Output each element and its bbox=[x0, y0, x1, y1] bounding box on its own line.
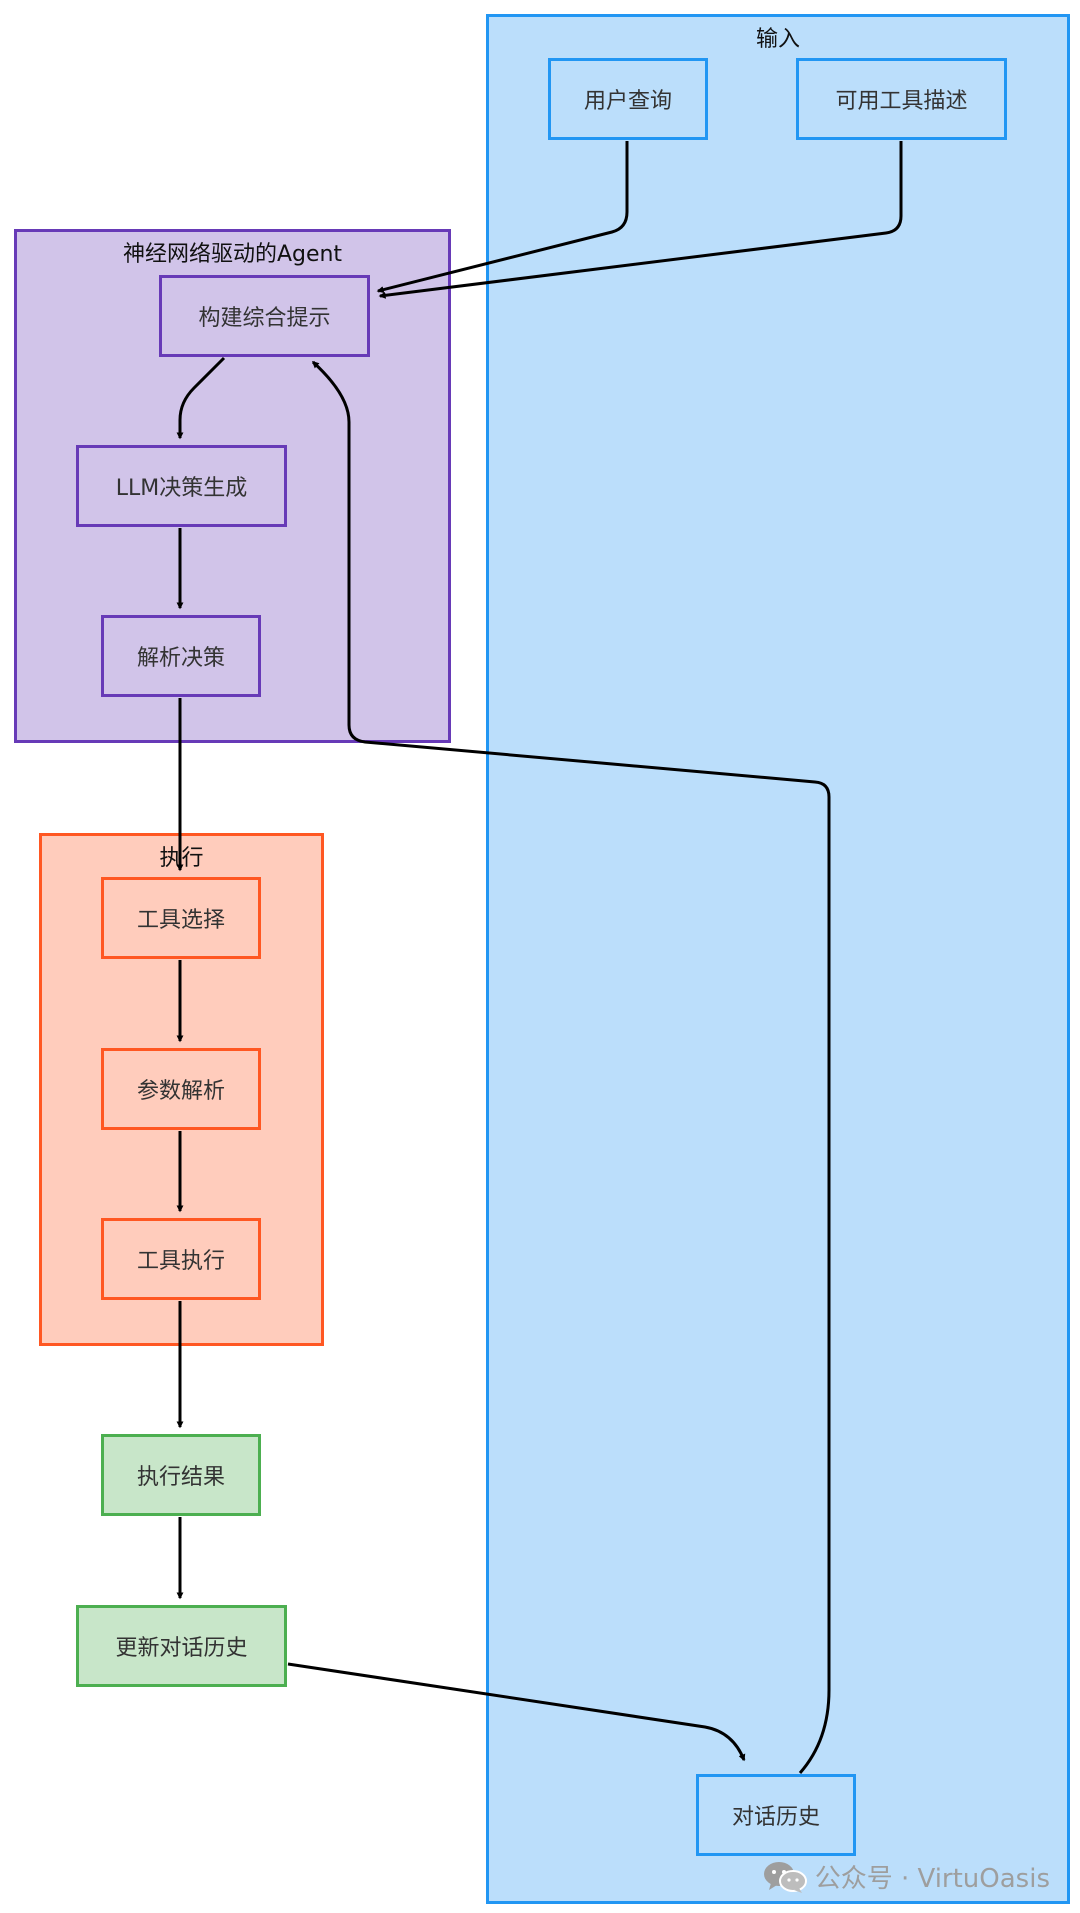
tool-select-node[interactable]: 工具选择 bbox=[101, 877, 261, 959]
build-prompt-node[interactable]: 构建综合提示 bbox=[159, 275, 370, 357]
param-parse-node[interactable]: 参数解析 bbox=[101, 1048, 261, 1130]
input-group-title: 输入 bbox=[755, 27, 800, 52]
wechat-icon bbox=[763, 1861, 807, 1893]
exec-result-node[interactable]: 执行结果 bbox=[101, 1434, 261, 1516]
chat-history-node[interactable]: 对话历史 bbox=[696, 1774, 856, 1856]
tool-description-node[interactable]: 可用工具描述 bbox=[796, 58, 1007, 140]
user-query-node[interactable]: 用户查询 bbox=[548, 58, 708, 140]
update-history-node[interactable]: 更新对话历史 bbox=[76, 1605, 287, 1687]
exec-group-title: 执行 bbox=[159, 846, 204, 871]
agent-group-title: 神经网络驱动的Agent bbox=[122, 242, 343, 267]
parse-decision-node[interactable]: 解析决策 bbox=[101, 615, 261, 697]
watermark-text: 公众号 · VirtuOasis bbox=[814, 1864, 1050, 1894]
llm-decision-node[interactable]: LLM决策生成 bbox=[76, 445, 287, 527]
input-group: 输入 bbox=[486, 14, 1070, 1904]
watermark: 公众号 · VirtuOasis bbox=[763, 1858, 1050, 1895]
tool-exec-node[interactable]: 工具执行 bbox=[101, 1218, 261, 1300]
